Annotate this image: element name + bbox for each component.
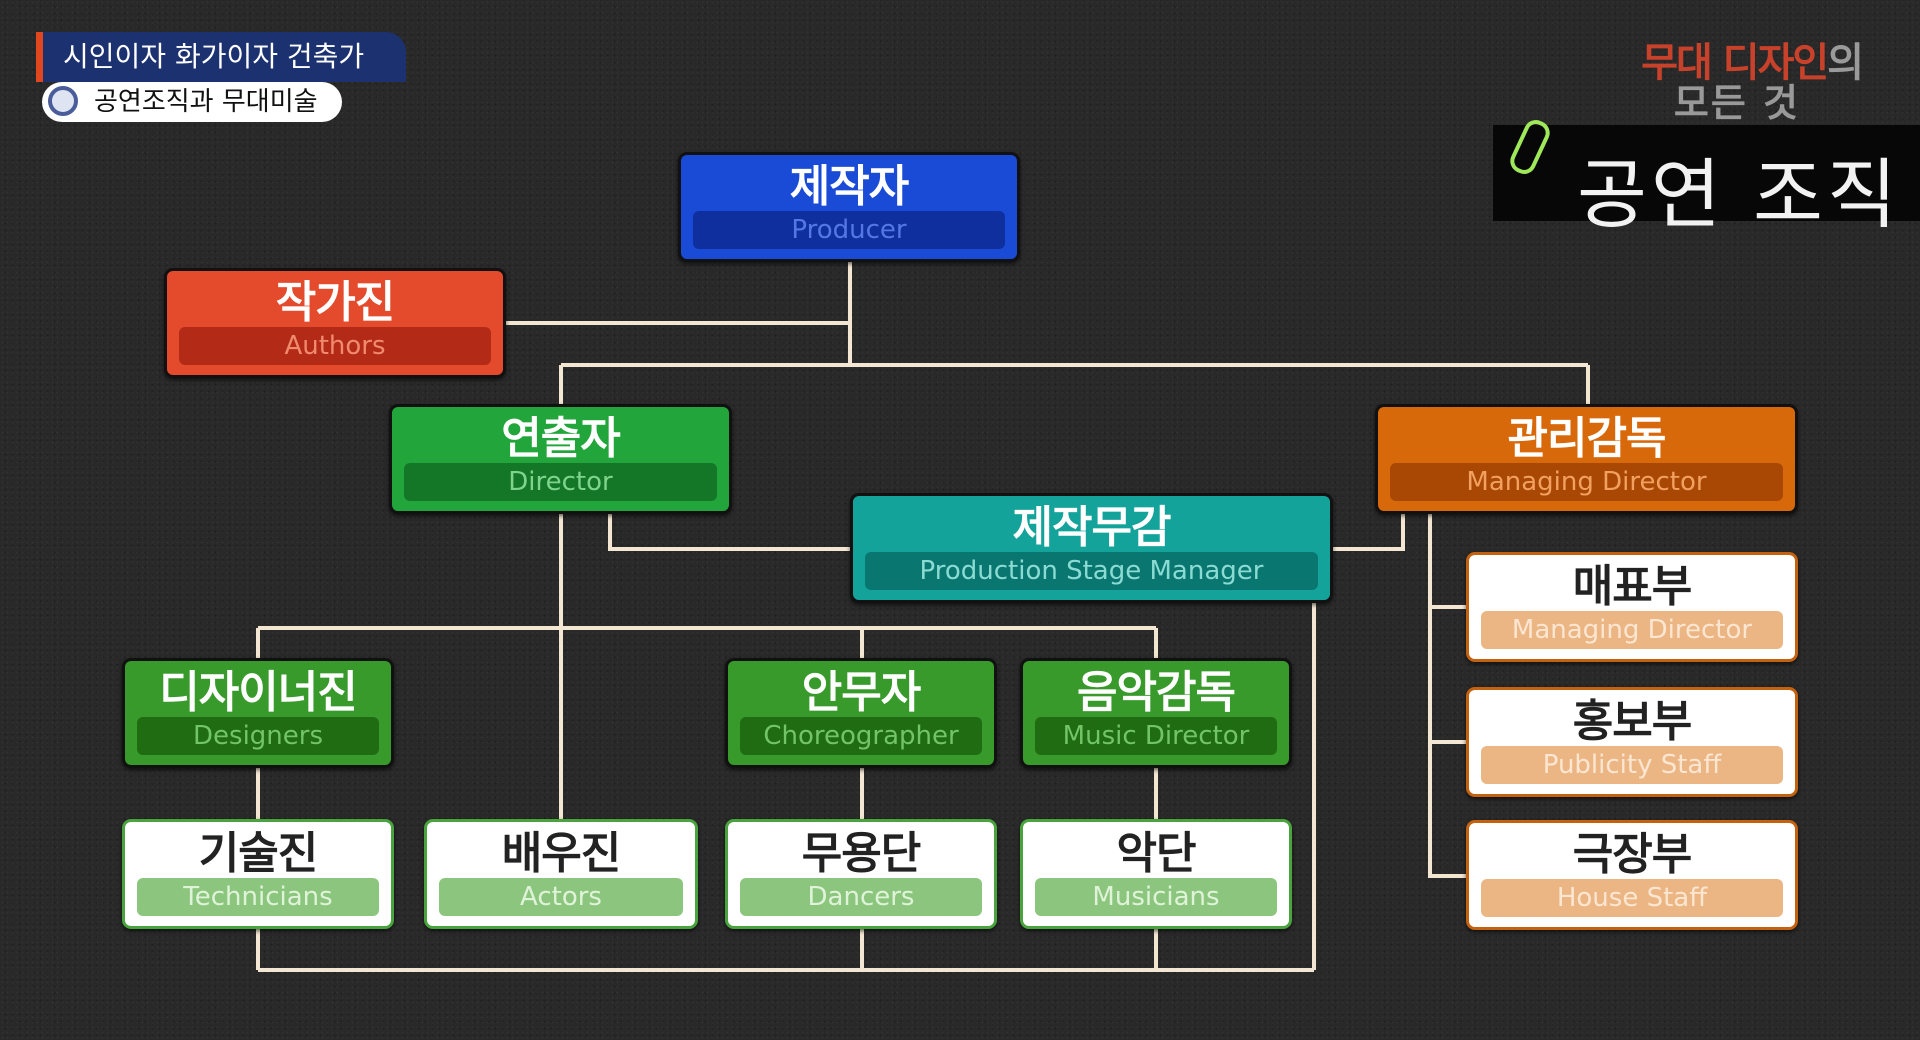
node-title-en: Authors xyxy=(179,327,491,365)
node-title-en: Dancers xyxy=(740,878,982,916)
node-title-en: Managing Director xyxy=(1390,463,1783,501)
logo-gray-text: 의 xyxy=(1827,40,1864,86)
node-title-en: Production Stage Manager xyxy=(865,552,1318,590)
node-title-kr: 악단 xyxy=(1116,828,1197,879)
node-title-en: Managing Director xyxy=(1481,611,1783,649)
node-title-kr: 디자이너진 xyxy=(159,667,357,718)
node-title-kr: 연출자 xyxy=(501,413,620,464)
episode-title: 공연조직과 무대미술 xyxy=(94,87,318,117)
node-title-en: Publicity Staff xyxy=(1481,746,1783,784)
node-title-kr: 제작자 xyxy=(789,161,909,212)
node-title-kr: 홍보부 xyxy=(1572,696,1692,747)
series-title: 시인이자 화가이자 건축가 xyxy=(63,40,365,73)
node-title-en: Music Director xyxy=(1035,717,1277,755)
show-logo-line2: 모든 것 xyxy=(1673,81,1800,125)
logo-red-text: 무대 디자인 xyxy=(1641,40,1829,86)
node-title-en: Designers xyxy=(137,717,379,755)
section-title: 공연 조직 xyxy=(1577,150,1901,239)
node-title-en: Director xyxy=(404,463,717,501)
node-title-en: Actors xyxy=(439,878,683,916)
episode-title-banner: 공연조직과 무대미술 xyxy=(42,82,342,122)
node-title-kr: 작가진 xyxy=(275,277,395,328)
show-logo-line1: 무대 디자인의 xyxy=(1641,30,1864,88)
node-title-kr: 음악감독 xyxy=(1077,667,1236,718)
node-title-kr: 극장부 xyxy=(1572,829,1692,880)
paperclip-icon xyxy=(1506,116,1554,178)
section-title-bar: 공연 조직 xyxy=(1493,116,1920,239)
node-title-en: Choreographer xyxy=(740,717,982,755)
node-title-kr: 무용단 xyxy=(801,828,921,879)
node-title-en: Technicians xyxy=(137,878,379,916)
node-title-kr: 배우진 xyxy=(501,828,621,879)
node-title-en: Musicians xyxy=(1035,878,1277,916)
node-title-en: Producer xyxy=(693,211,1005,249)
node-title-kr: 관리감독 xyxy=(1507,413,1667,464)
node-title-kr: 매표부 xyxy=(1572,561,1692,612)
node-title-en: House Staff xyxy=(1481,879,1783,917)
node-title-kr: 기술진 xyxy=(198,828,318,879)
series-title-banner: 시인이자 화가이자 건축가 xyxy=(36,32,406,82)
node-title-kr: 제작무감 xyxy=(1012,502,1172,553)
node-title-kr: 안무자 xyxy=(801,667,921,718)
film-reel-icon xyxy=(48,86,78,116)
